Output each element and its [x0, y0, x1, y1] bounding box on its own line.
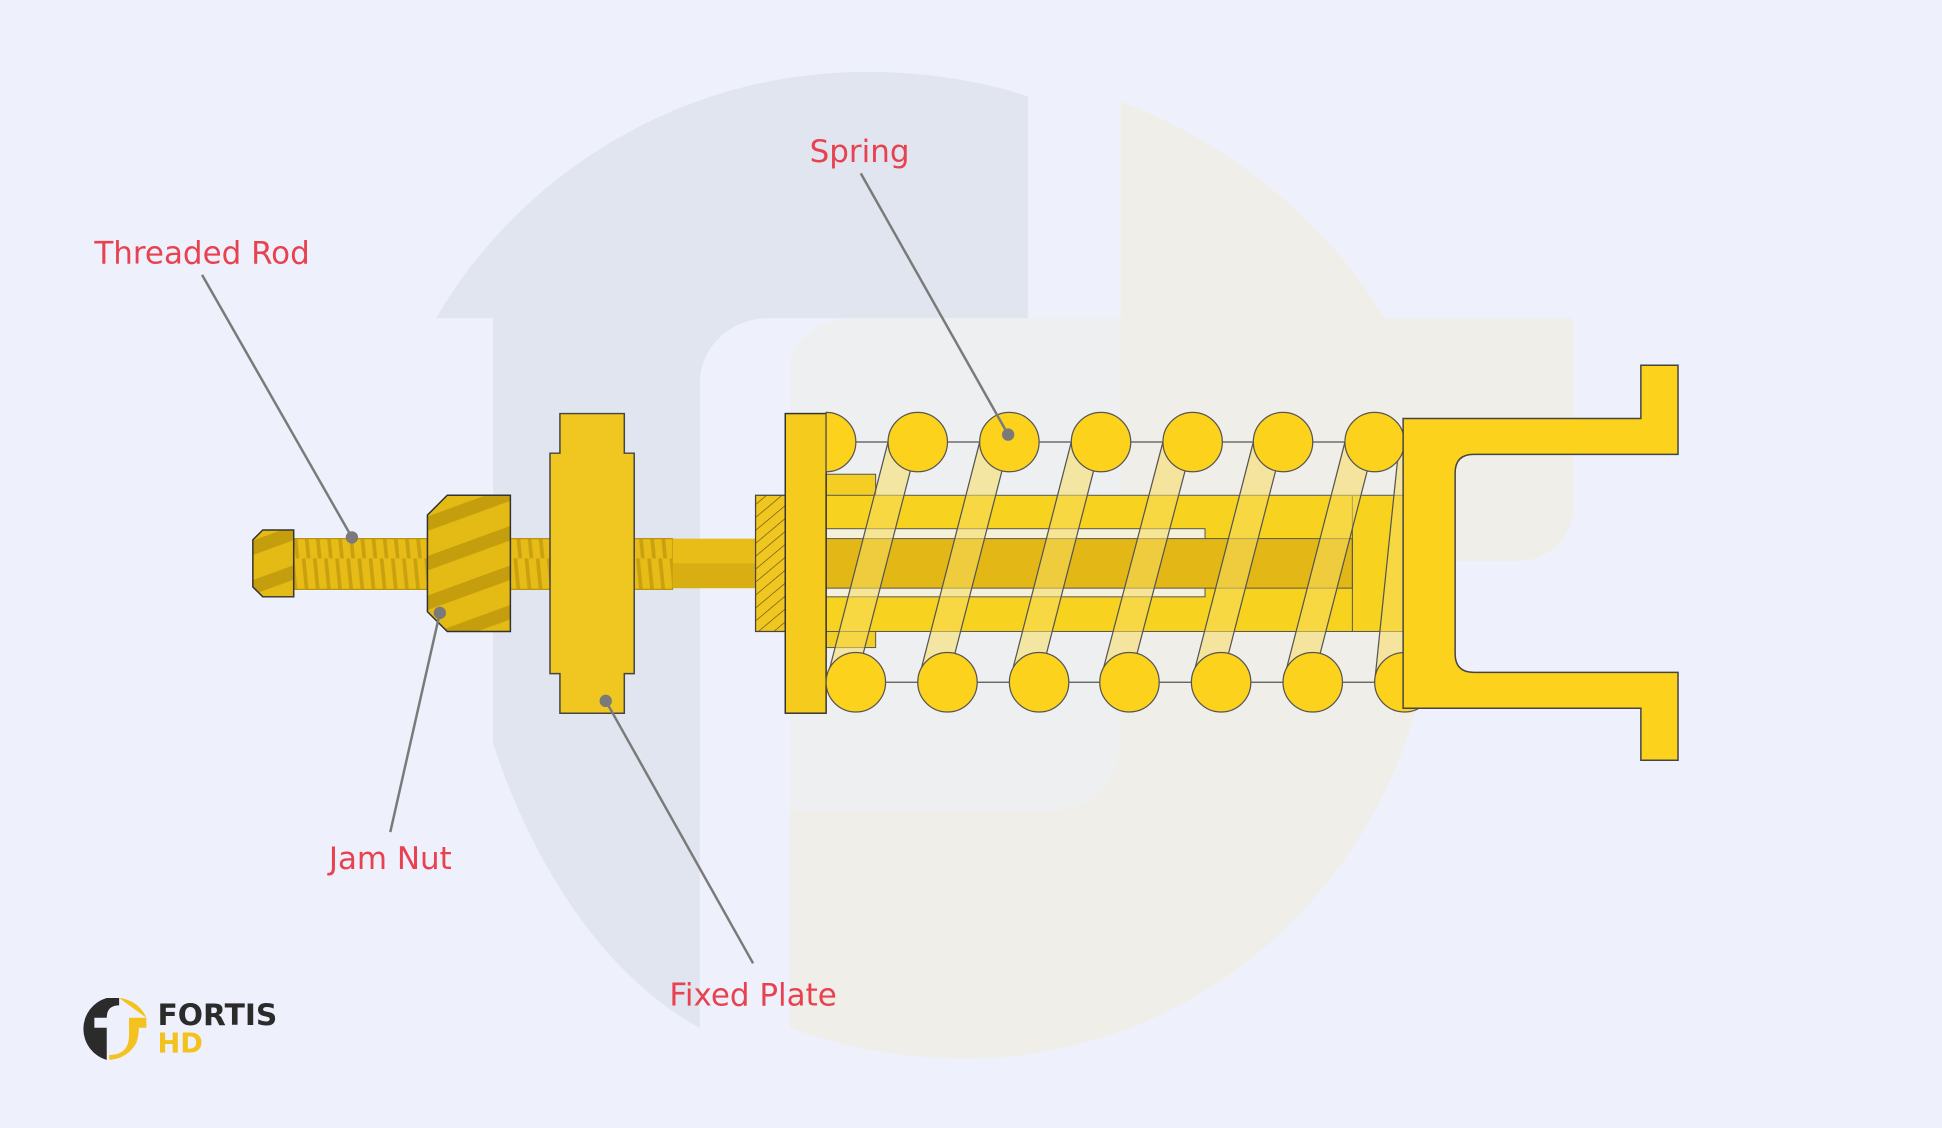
- jam-nut: [426, 494, 512, 633]
- clevis-bracket: [1402, 364, 1679, 761]
- logo-mark-icon: [83, 997, 120, 1060]
- jam-nut-label: Jam Nut: [327, 841, 452, 877]
- logo-text-fortis: FORTIS: [158, 998, 278, 1033]
- logo-text-hd: HD: [158, 1028, 203, 1059]
- jam-nut-leader-line: [389, 612, 442, 833]
- threaded-rod-label: Threaded Rod: [93, 236, 309, 272]
- fixed-plate: [549, 412, 635, 714]
- spring-leader-line: [859, 172, 1010, 436]
- spring-label: Spring: [810, 134, 910, 170]
- threaded-rod: [252, 529, 760, 598]
- fortis-hd-logo: FORTIS HD: [83, 997, 278, 1060]
- fixed-plate-leader-line: [604, 700, 755, 964]
- fixed-plate-label: Fixed Plate: [669, 977, 836, 1013]
- threaded-rod-leader-line: [201, 274, 353, 538]
- spring: [825, 411, 1435, 713]
